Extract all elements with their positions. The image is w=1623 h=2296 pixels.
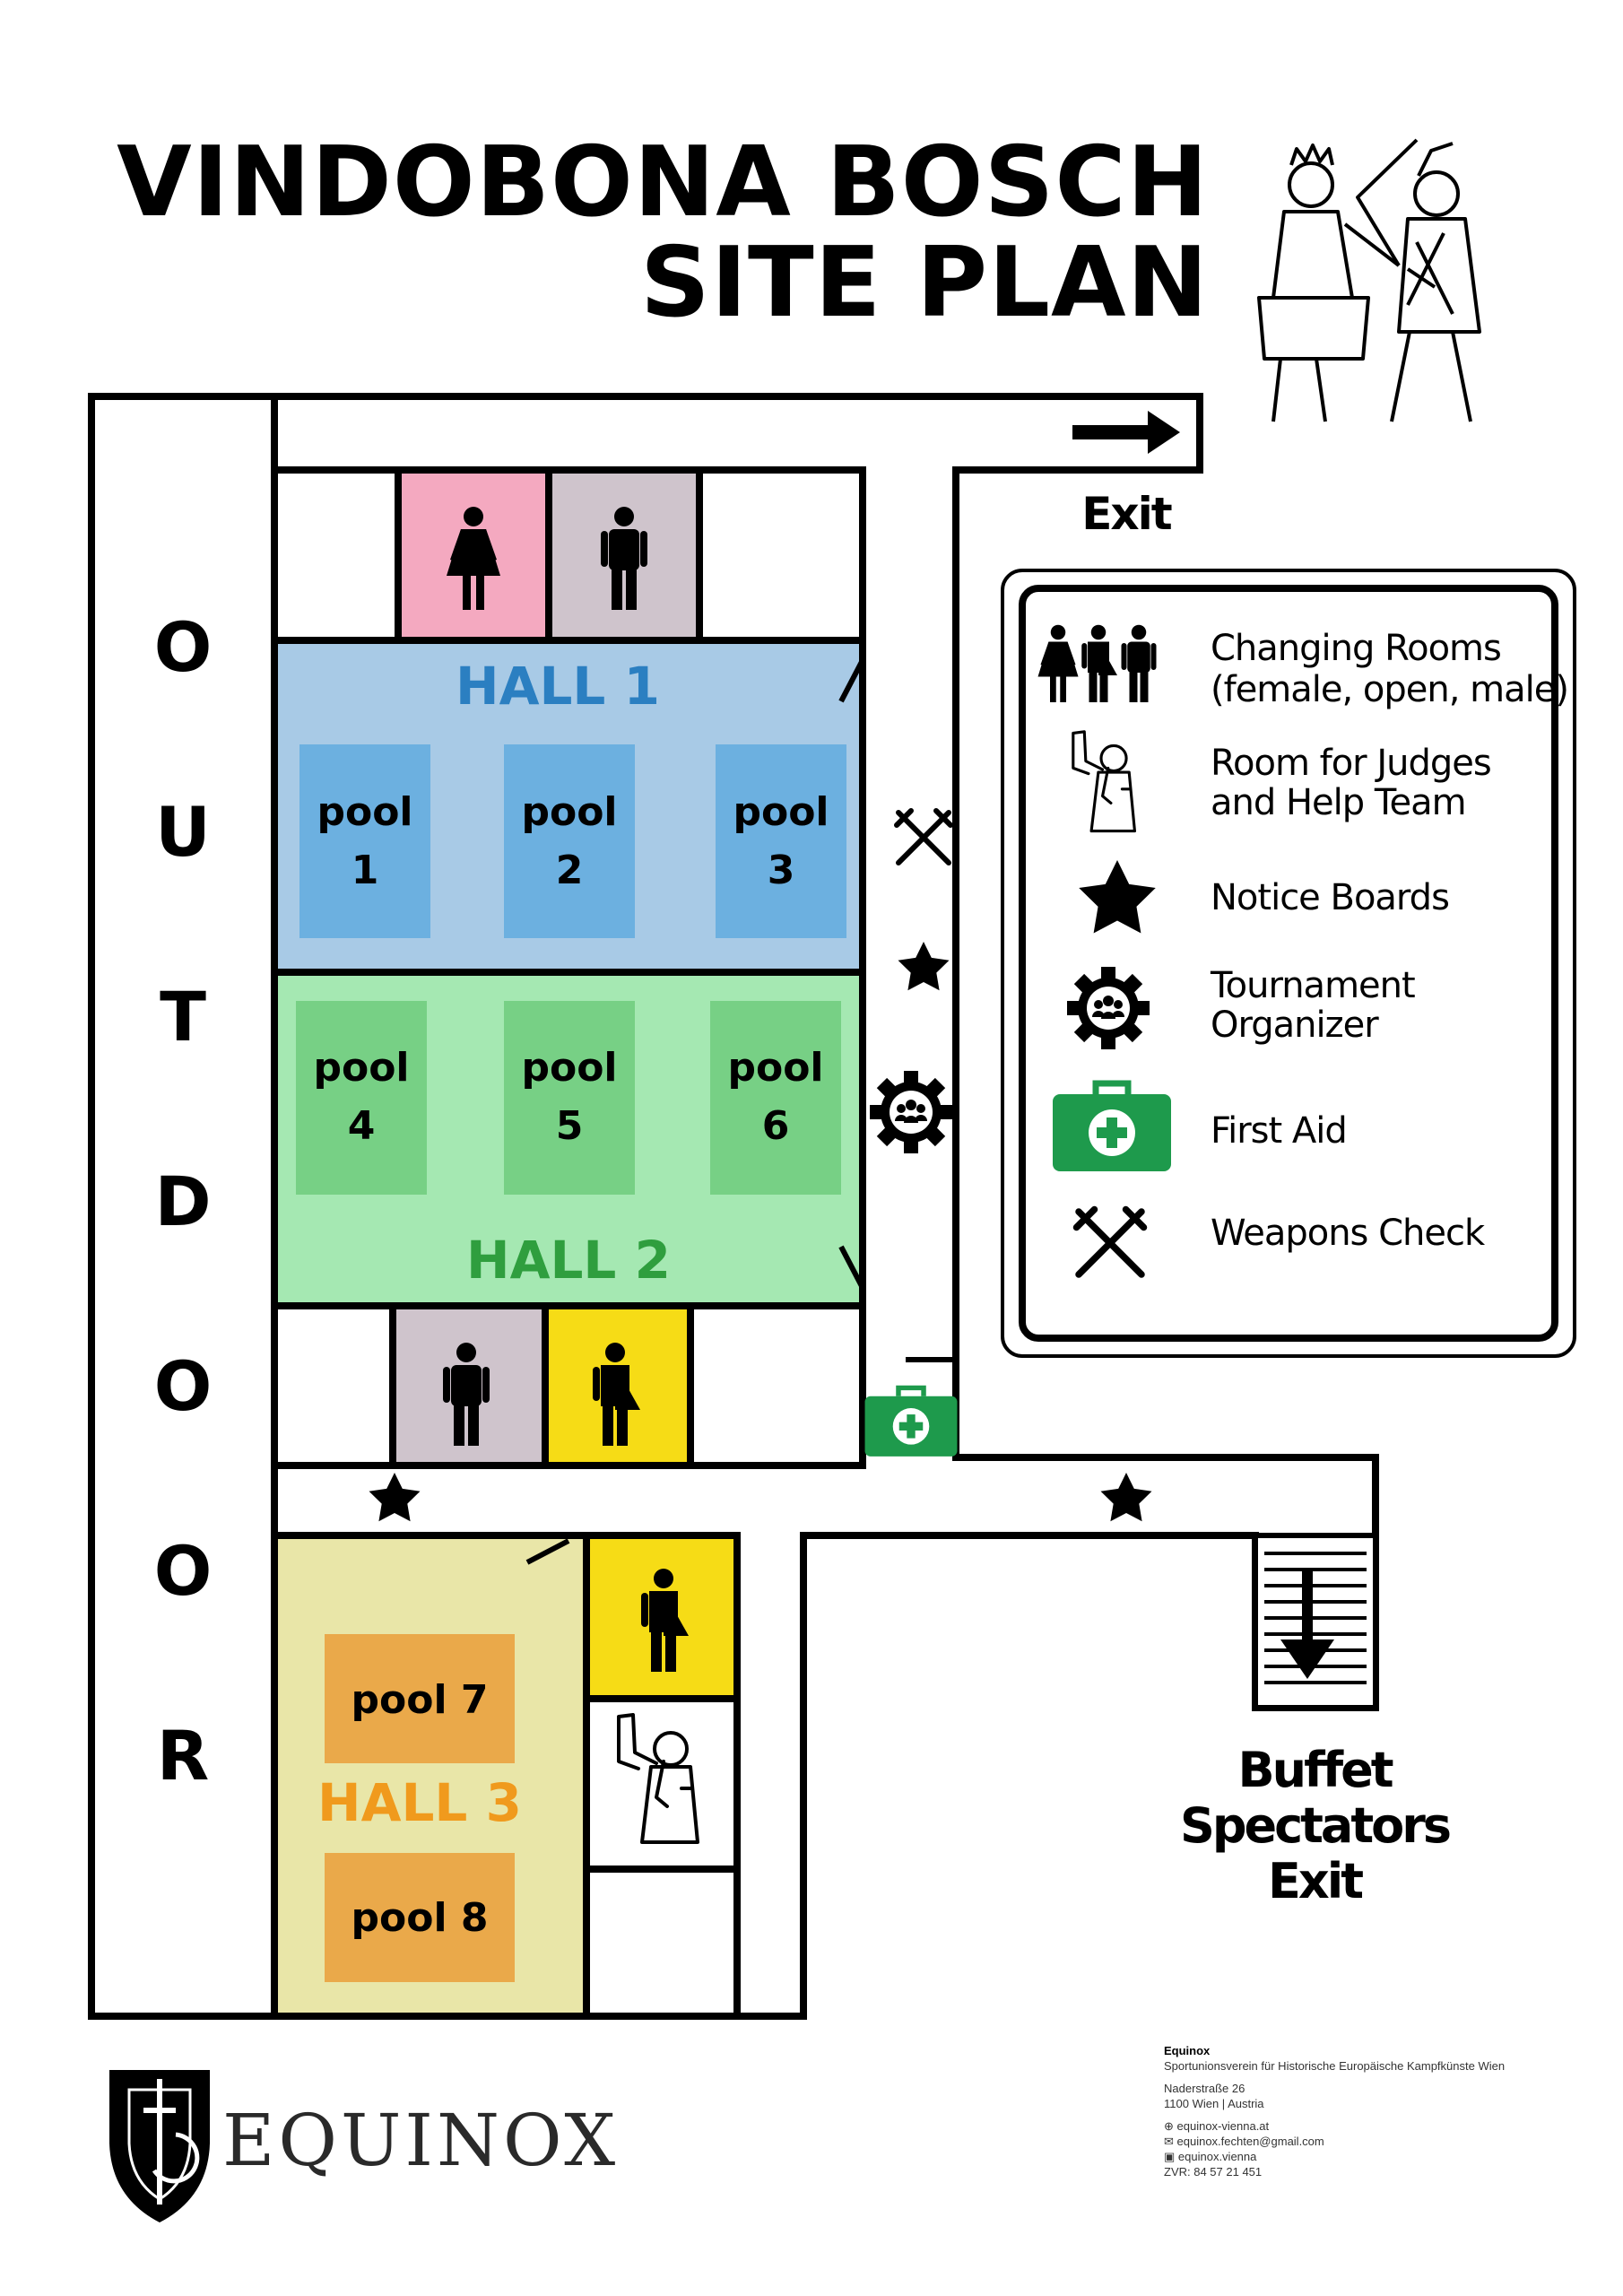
pool-6-number: 6 <box>762 1103 790 1149</box>
outdoor-letter: D <box>154 1161 211 1241</box>
equinox-wordmark: EQUINOX <box>222 2099 620 2182</box>
legend-changing-rooms-line1: Changing Rooms <box>1211 628 1501 669</box>
outdoor-letter: R <box>157 1716 210 1796</box>
hall-3-label: HALL 3 <box>317 1772 522 1833</box>
page-title-line-2: SITE PLAN <box>640 227 1209 339</box>
legend-organizer-line2: Organizer <box>1211 1004 1379 1046</box>
outdoor-letter: O <box>154 1346 213 1426</box>
legend-organizer-line1: Tournament <box>1210 965 1415 1006</box>
pool-5-label: pool <box>521 1045 617 1091</box>
footer-org: Equinox <box>1164 2044 1211 2057</box>
pool-6-label: pool <box>727 1045 823 1091</box>
pool-2-label: pool <box>521 789 617 835</box>
footer-web: equinox-vienna.at <box>1176 2119 1270 2133</box>
equinox-shield-logo <box>109 2070 210 2222</box>
buffet-label: Buffet <box>1237 1742 1393 1798</box>
pool-5 <box>504 1001 635 1195</box>
footer-city: 1100 Wien | Austria <box>1164 2097 1264 2110</box>
hall-1-label: HALL 1 <box>456 656 660 717</box>
footer-email: equinox.fechten@gmail.com <box>1176 2135 1324 2148</box>
globe-icon: ⊕ <box>1164 2119 1177 2133</box>
bottom-exit-label: Exit <box>1268 1853 1363 1909</box>
footer-zvr: ZVR: 84 57 21 451 <box>1164 2165 1263 2179</box>
hall-2-label: HALL 2 <box>466 1230 671 1291</box>
footer-street: Naderstraße 26 <box>1164 2082 1245 2095</box>
notice-board-star-icon <box>898 942 950 991</box>
notice-board-star-icon <box>369 1473 421 1522</box>
pool-8-label: pool 8 <box>352 1895 489 1941</box>
pool-2-number: 2 <box>556 848 584 893</box>
first-aid-kit-icon <box>865 1387 958 1456</box>
pool-8 <box>325 1853 515 1982</box>
knights-illustration <box>1257 138 1481 422</box>
legend-changing-rooms-line2: (female, open, male) <box>1211 669 1568 710</box>
footer-social: equinox.vienna <box>1177 2150 1257 2163</box>
legend-notice-boards: Notice Boards <box>1211 877 1449 918</box>
social-icon: ▣ <box>1164 2150 1178 2163</box>
pool-3 <box>716 744 846 938</box>
pool-7 <box>325 1634 515 1763</box>
pool-3-label: pool <box>733 789 829 835</box>
top-exit-label: Exit <box>1081 488 1172 540</box>
mail-icon: ✉ <box>1164 2135 1177 2148</box>
notice-board-star-icon <box>1100 1473 1152 1522</box>
pool-6 <box>710 1001 841 1195</box>
organizer-gear-icon <box>870 1071 952 1153</box>
legend-judges-line1: Room for Judges <box>1211 743 1491 784</box>
outdoor-letter: O <box>154 607 213 687</box>
legend: Changing Rooms (female, open, male) Room… <box>1001 569 1579 1358</box>
pool-1-label: pool <box>317 789 412 835</box>
svg-text:Changing Rooms (female,: Changing Rooms (female, open, male) Room… <box>1210 628 1579 1254</box>
pool-7-label: pool 7 <box>352 1677 489 1723</box>
outdoor-area <box>88 393 278 2020</box>
pool-4 <box>296 1001 427 1195</box>
legend-first-aid: First Aid <box>1211 1110 1347 1152</box>
pool-2 <box>504 744 635 938</box>
pool-5-number: 5 <box>556 1103 584 1149</box>
pool-4-number: 4 <box>348 1103 376 1149</box>
legend-weapons-check: Weapons Check <box>1211 1213 1486 1254</box>
page-title-line-1: VINDOBONA BOSCH <box>117 126 1209 239</box>
footer-contact: Equinox Sportunionsverein für Historisch… <box>1164 2043 1558 2179</box>
exit-arrow-icon <box>1072 425 1153 439</box>
outdoor-letter: T <box>160 977 206 1057</box>
male-changing-room-top <box>545 466 703 644</box>
pool-3-number: 3 <box>768 848 795 893</box>
pool-4-label: pool <box>313 1045 409 1091</box>
footer-subtitle: Sportunionsverein für Historische Europä… <box>1164 2059 1506 2073</box>
spectators-label: Spectators <box>1180 1797 1450 1854</box>
outdoor-letter: O <box>154 1531 213 1611</box>
outdoor-letter: U <box>155 792 211 872</box>
legend-judges-line2: and Help Team <box>1211 782 1466 823</box>
pool-1 <box>299 744 430 938</box>
pool-1-number: 1 <box>352 848 379 893</box>
weapons-check-icon <box>897 811 950 863</box>
stairs <box>1253 1533 1378 1710</box>
